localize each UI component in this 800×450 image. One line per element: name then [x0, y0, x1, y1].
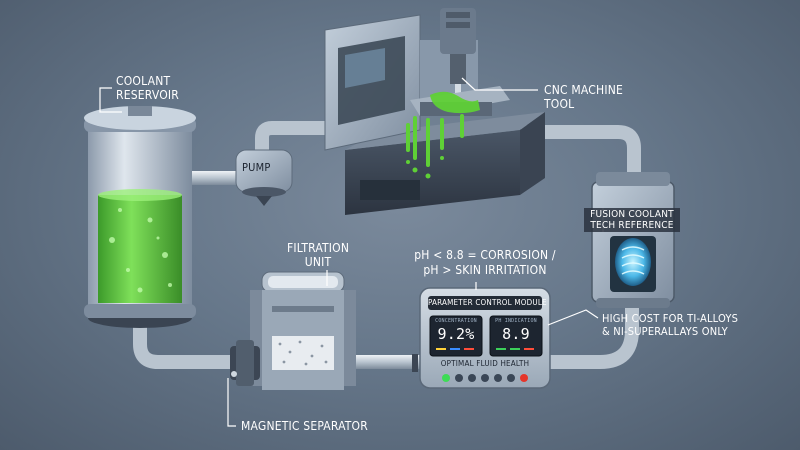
fusion-coolant-unit	[591, 172, 675, 308]
ph-caption: PH INDICATION	[495, 318, 537, 324]
fusion-label-plate	[584, 208, 680, 232]
coolant-reservoir-label: COOLANT RESERVOIR	[116, 74, 179, 102]
pump-unit	[235, 149, 293, 206]
pipe-filter-to-reservoir	[133, 318, 230, 369]
cnc-machine-label: CNC MACHINE TOOL	[544, 83, 624, 111]
module-title: PARAMETER CONTROL MODULE	[428, 298, 547, 307]
coolant-bubbles	[109, 208, 172, 293]
filtration-unit-label: FILTRATION UNIT	[287, 241, 350, 269]
cnc-machine	[324, 8, 545, 215]
pipe-machine-to-fusion	[520, 125, 641, 178]
pipe-module-to-filter	[355, 355, 425, 369]
coolant-spray	[430, 91, 480, 114]
concentration-value: 9.2%	[437, 325, 475, 343]
concentration-caption: CONCENTRATION	[435, 318, 477, 324]
fusion-core-glow	[615, 238, 651, 286]
ph-threshold-note: pH < 8.8 = CORROSION / pH > SKIN IRRITAT…	[414, 248, 556, 277]
coolant-droplets	[406, 156, 444, 179]
pipe-flange	[412, 354, 418, 372]
status-lights	[442, 374, 528, 382]
coolant-reservoir	[84, 106, 196, 328]
coolant-drips	[406, 114, 464, 167]
ph-value: 8.9	[502, 325, 530, 343]
display-indicator-bars	[436, 348, 534, 350]
pipe-pump-to-machine	[255, 121, 340, 160]
pipe-network	[133, 121, 641, 372]
pipe-fusion-to-module	[548, 300, 639, 369]
pipe-reservoir-to-pump	[190, 171, 250, 185]
filter-media	[278, 340, 328, 366]
control-module-body	[419, 287, 551, 389]
filtration-unit	[230, 271, 356, 390]
fluid-health-status: OPTIMAL FLUID HEALTH	[440, 359, 530, 368]
fusion-coolant-label: FUSION COOLANT TECH REFERENCE	[590, 209, 674, 231]
pump-label: PUMP	[242, 161, 271, 174]
high-cost-note: HIGH COST FOR TI-ALLOYS & NI-SUPERALLAYS…	[602, 312, 739, 338]
magnetic-separator-label: MAGNETIC SEPARATOR	[241, 419, 368, 433]
